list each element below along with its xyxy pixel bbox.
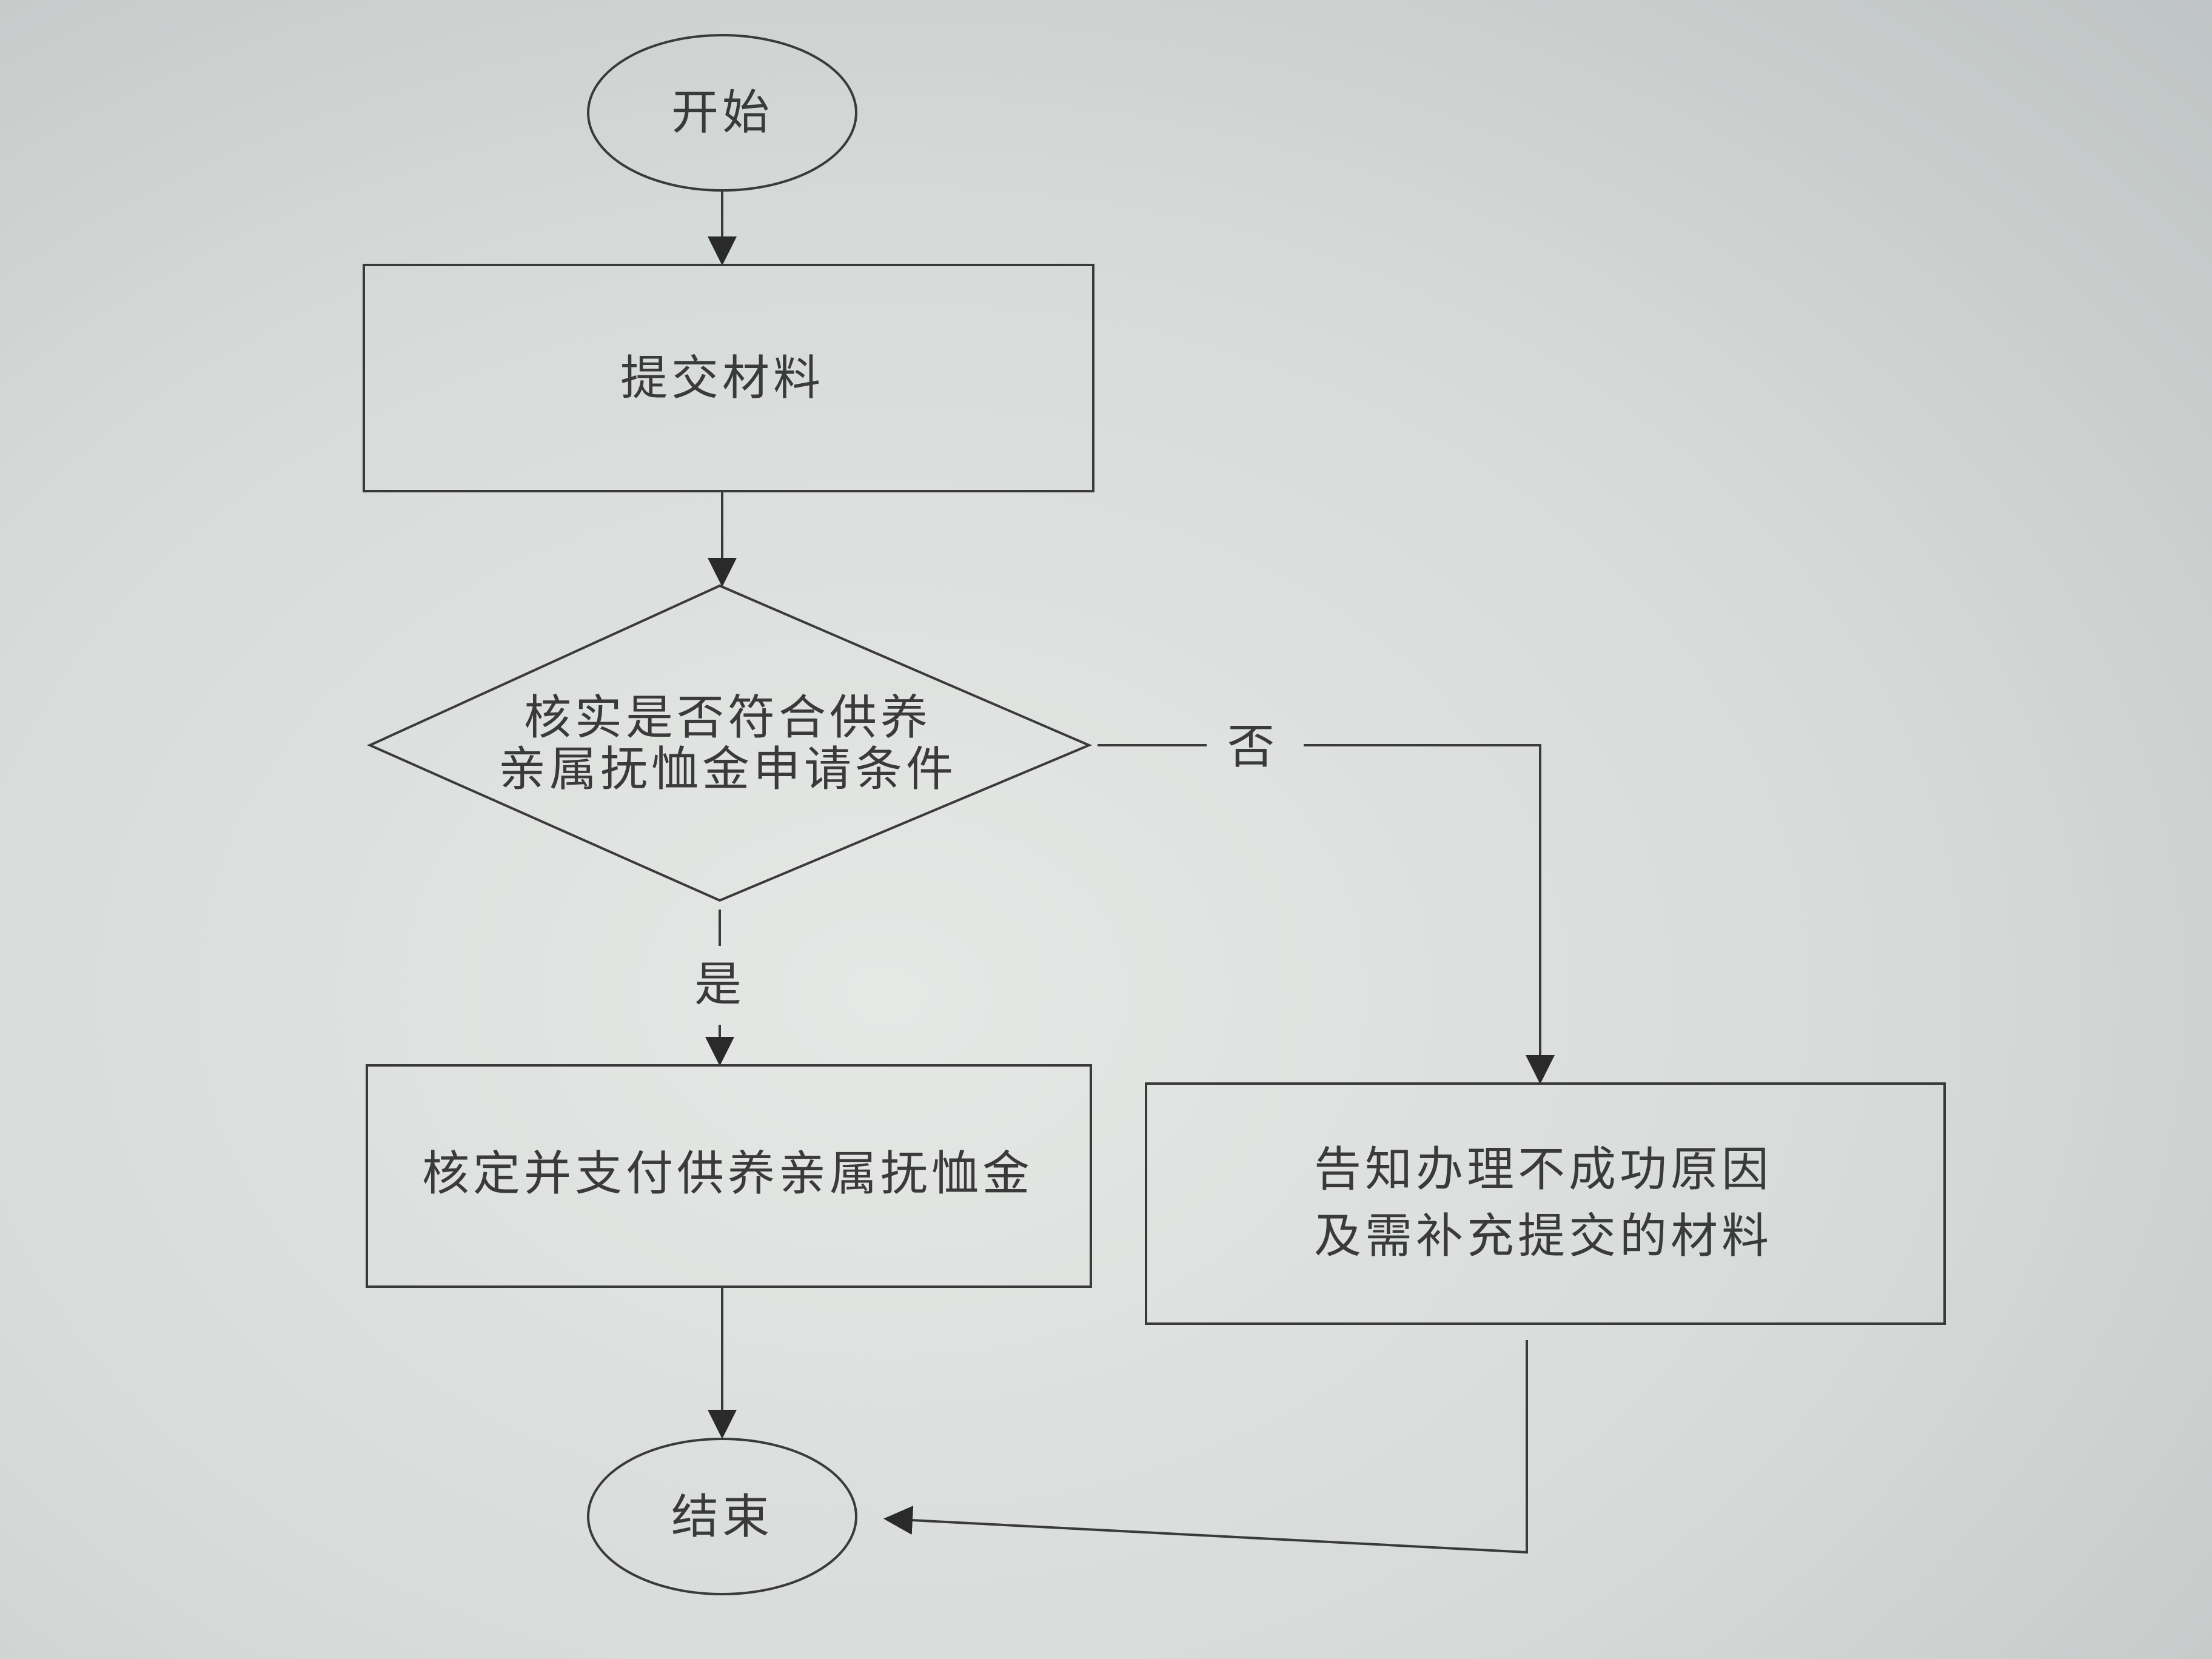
end-node: 结束 (587, 1438, 857, 1595)
edge-no-label: 否 (1227, 720, 1278, 774)
edge-no-right (1304, 744, 1555, 1084)
notify-label-line1: 告知办理不成功原因 (1314, 1142, 1772, 1197)
end-label: 结束 (671, 1490, 773, 1544)
submit-label: 提交材料 (620, 351, 824, 406)
start-node: 开始 (587, 34, 857, 192)
start-label: 开始 (671, 85, 773, 140)
check-label-line2: 亲属抚恤金申请条件 (498, 742, 957, 797)
notify-label-line2: 及需补充提交的材料 (1314, 1209, 1772, 1264)
approve-node: 核定并支付供养亲属抚恤金 (366, 1064, 1092, 1288)
submit-node: 提交材料 (363, 264, 1094, 492)
edge-yes-label: 是 (694, 957, 745, 1012)
approve-label: 核定并支付供养亲属抚恤金 (422, 1147, 1033, 1201)
edge-notify-end (883, 1340, 1528, 1554)
check-decision-node: 核实是否符合供养 亲属抚恤金申请条件 (367, 584, 1093, 902)
notify-node: 告知办理不成功原因 及需补充提交的材料 (1145, 1082, 1946, 1325)
check-label-line1: 核实是否符合供养 (524, 691, 931, 745)
